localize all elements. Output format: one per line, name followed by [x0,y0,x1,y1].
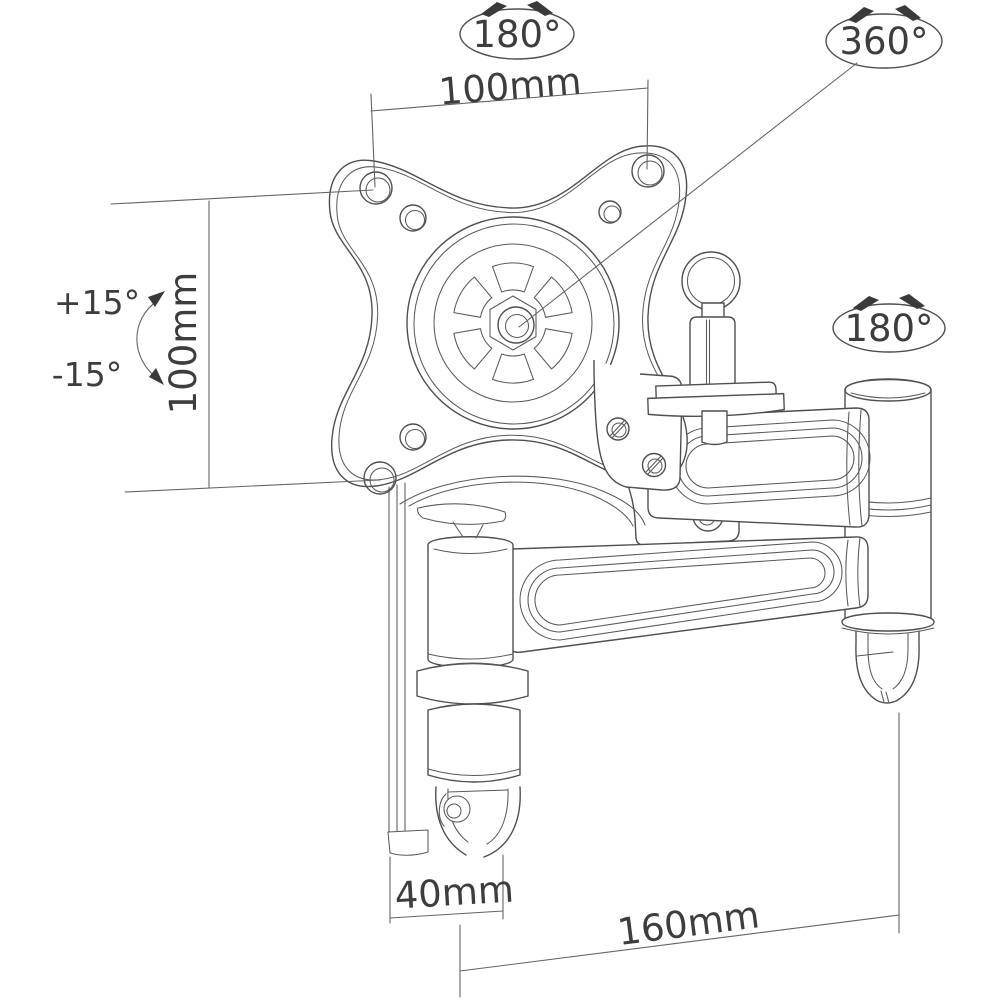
wall-clamp [435,786,521,858]
left-post-collar [416,662,529,705]
swivel-right-arrow-right-icon [899,294,925,309]
rotation-hub [406,216,620,430]
pin-body [689,316,736,397]
vesa-hole-inner-top-right [598,200,622,224]
extension-label: 160mm [615,893,762,954]
left-lower-cylinder [427,703,521,783]
swivel-right-ellipse [832,303,946,353]
pull-ring [681,251,741,311]
bracket-screw-2 [641,452,667,478]
swivel-right-annotation: 180° [832,294,946,353]
pin-stem [701,410,728,446]
tilt-housing-bell [399,475,646,539]
rotation-leader-line [518,62,858,328]
swivel-right-label: 180° [844,307,933,350]
tilt-range-annotation: +15° -15° [52,283,165,394]
swivel-top-arrow-right-icon [527,1,553,16]
tilt-down-label: -15° [52,355,122,394]
tilt-arrow-up-icon [148,291,165,307]
vesa-height-label: 100mm [162,272,205,415]
swivel-top-label: 180° [472,13,561,56]
hub-center-bolt [497,306,535,344]
rotation-arrow-left-icon [848,7,874,23]
vesa-width-label: 100mm [437,60,583,114]
wall-plate-foot [387,829,429,856]
swivel-top-annotation: 180° [459,1,575,60]
swivel-top-ellipse [459,8,575,60]
left-post [416,536,529,858]
vesa-hole-inner-top-left [399,204,427,232]
right-post-flange [841,612,935,632]
rotation-annotation: 360° [518,5,943,328]
hub-hex-nut [489,295,537,351]
clamp-bolt [443,795,471,823]
right-post-top-cap [844,378,932,402]
tilt-arc [136,300,159,380]
wall-depth-label: 40mm [393,867,515,917]
tilt-arrow-down-icon [149,368,164,385]
rotation-arrow-right-icon [895,5,921,21]
vesa-hole-outer-top-right [631,154,665,188]
ring-pull-pin [647,251,785,446]
dimension-wall-depth: 40mm [389,854,515,924]
right-post-hook [855,631,920,704]
rotation-ellipse [825,13,943,69]
vesa-hole-inner-bottom-left [399,423,427,451]
tilt-bracket [593,360,683,491]
wall-plate-strip [387,482,429,856]
swivel-top-arrow-left-icon [481,2,507,17]
dimension-vesa-height: 100mm [110,189,381,493]
dimension-extension: 160mm [459,712,900,998]
tilt-up-label: +15° [54,283,140,322]
bracket-screw-1 [606,417,630,441]
lower-arm [504,536,869,653]
swivel-right-arrow-left-icon [853,296,879,311]
rotation-label: 360° [839,20,928,63]
